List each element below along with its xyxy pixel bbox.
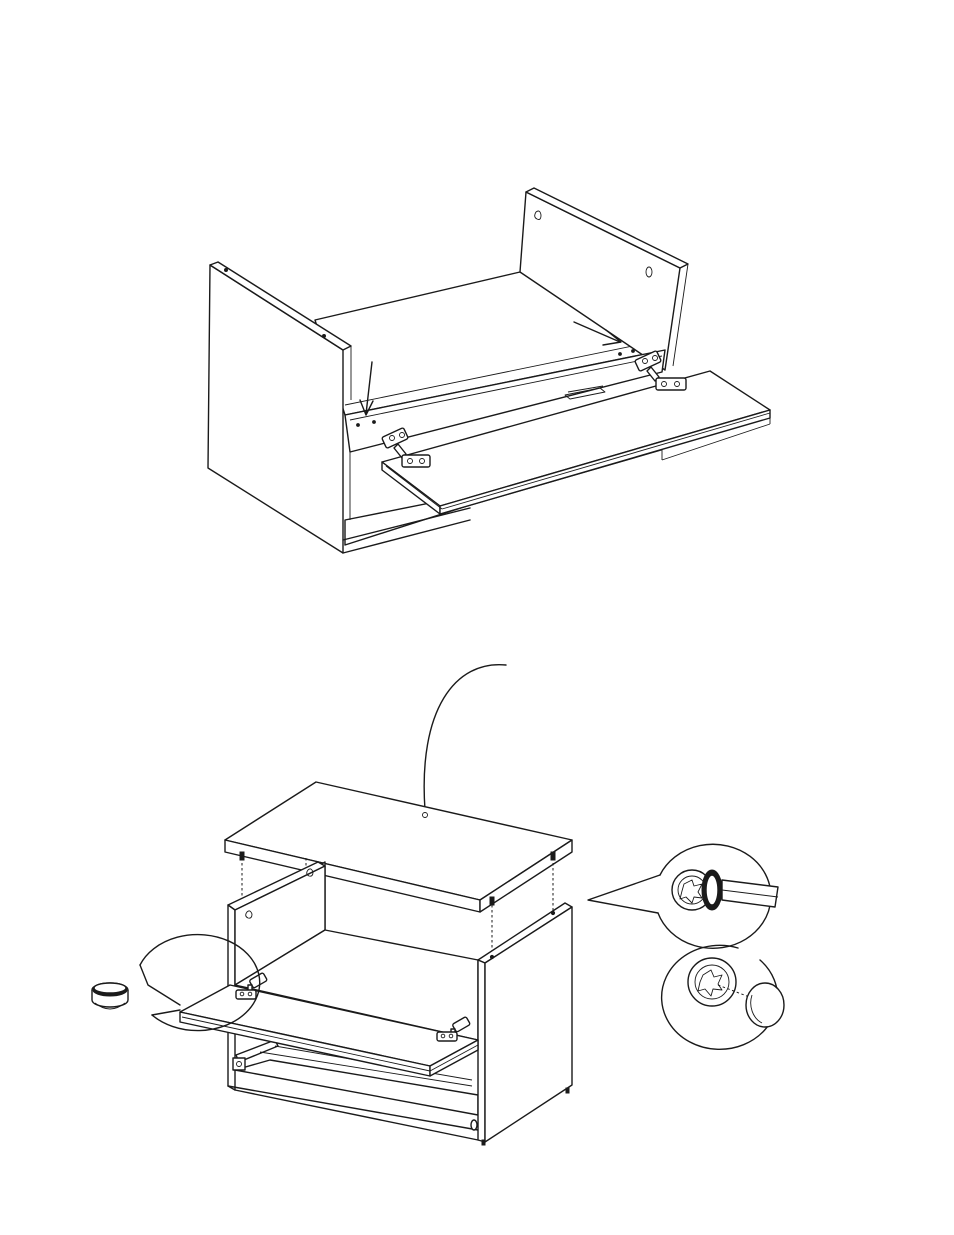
screw-icon: [688, 958, 736, 1006]
step-1-illustration: [208, 188, 770, 553]
cap-icon: [746, 983, 784, 1027]
leader-line: [424, 665, 506, 810]
dowel-icon: [240, 852, 244, 860]
step-2-illustration: [92, 665, 784, 1145]
cap-icon: [92, 983, 128, 1009]
cover-cap-callout: [662, 945, 784, 1049]
left-side-panel: [208, 262, 351, 553]
screw-callout: [588, 844, 778, 948]
dowel-icon: [490, 897, 494, 905]
dowel-icon: [551, 852, 555, 860]
